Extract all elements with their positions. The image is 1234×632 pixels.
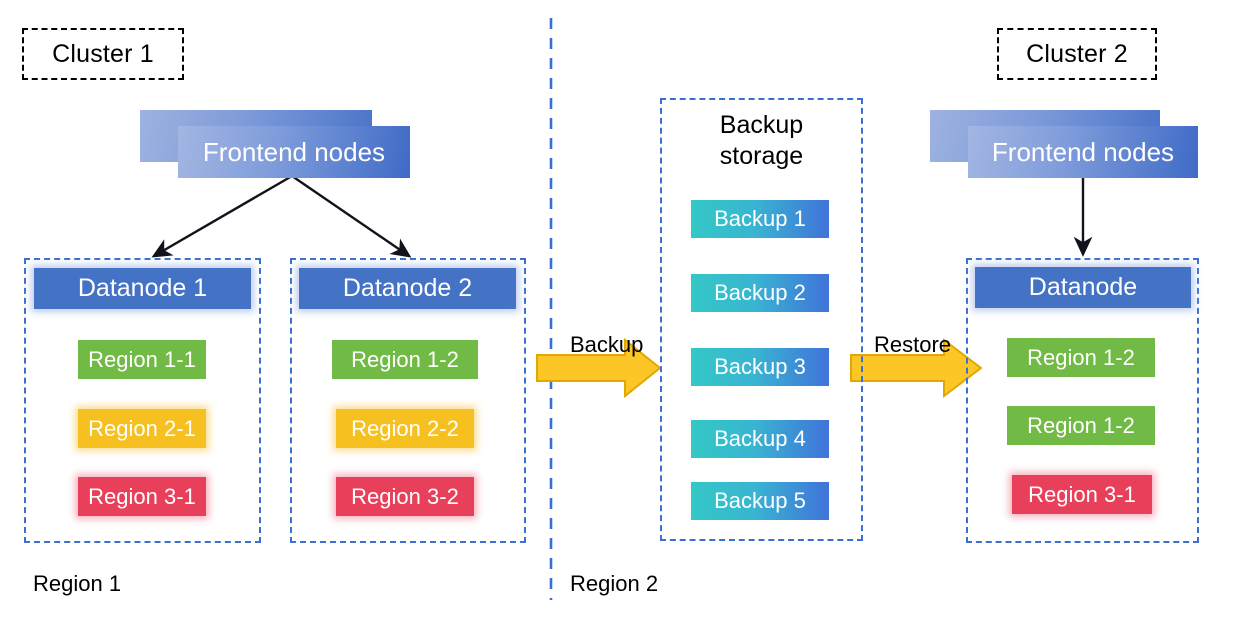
backup-item-5[interactable]: Backup 5	[691, 482, 829, 520]
frontend-nodes-left-box[interactable]: Frontend nodes	[178, 126, 410, 178]
datanode-2-region-2[interactable]: Region 2-2	[336, 409, 474, 448]
datanode-1-region-3-label: Region 3-1	[88, 483, 196, 509]
datanode-3-header-label: Datanode	[1028, 273, 1138, 301]
datanode-1-region-2[interactable]: Region 2-1	[78, 409, 206, 448]
datanode-3-region-1[interactable]: Region 1-2	[1007, 338, 1155, 377]
frontend-nodes-right[interactable]: Frontend nodes	[930, 110, 1198, 178]
backup-item-4[interactable]: Backup 4	[691, 420, 829, 458]
datanode-2-region-1[interactable]: Region 1-2	[332, 340, 478, 379]
region-1-label-text: Region 1	[33, 571, 122, 596]
backup-storage-title-line-1: Backup	[719, 111, 804, 139]
datanode-3-region-2[interactable]: Region 1-2	[1007, 406, 1155, 445]
backup-item-3-label: Backup 3	[714, 354, 806, 379]
datanode-3-header[interactable]: Datanode	[975, 267, 1191, 308]
backup-item-4-label: Backup 4	[714, 426, 806, 451]
arrow-frontend-to-datanode-1	[151, 174, 293, 258]
datanode-1-header[interactable]: Datanode 1	[34, 268, 251, 309]
datanode-2-region-1-label: Region 1-2	[351, 346, 459, 372]
datanode-1-region-3[interactable]: Region 3-1	[78, 477, 206, 516]
backup-storage-title-line-2: storage	[719, 141, 804, 170]
frontend-nodes-right-box[interactable]: Frontend nodes	[968, 126, 1198, 178]
datanode-3-region-3[interactable]: Region 3-1	[1012, 475, 1152, 514]
datanode-1-region-1-label: Region 1-1	[88, 346, 196, 372]
cluster-1-tag: Cluster 1	[22, 28, 184, 80]
datanode-2-container	[290, 258, 526, 543]
backup-flow-label: Backup	[570, 332, 643, 358]
datanode-3-region-3-label: Region 3-1	[1028, 481, 1136, 507]
datanode-3-region-1-label: Region 1-2	[1027, 344, 1135, 370]
cluster-2-label: Cluster 2	[1026, 39, 1128, 68]
cluster-1-label: Cluster 1	[52, 39, 154, 68]
backup-item-3[interactable]: Backup 3	[691, 348, 829, 386]
region-2-label-text: Region 2	[570, 571, 659, 596]
datanode-3-region-2-label: Region 1-2	[1027, 412, 1135, 438]
cluster-2-tag: Cluster 2	[997, 28, 1157, 80]
datanode-3-container	[966, 258, 1199, 543]
backup-storage-container	[660, 98, 863, 541]
backup-item-1-label: Backup 1	[714, 206, 806, 231]
datanode-2-header-label: Datanode 2	[342, 274, 473, 302]
backup-flow-label-text: Backup	[570, 332, 644, 357]
restore-flow-label-text: Restore	[874, 332, 952, 357]
datanode-2-region-2-label: Region 2-2	[351, 415, 459, 441]
arrow-frontend-to-datanode-2	[291, 175, 412, 258]
frontend-nodes-left[interactable]: Frontend nodes	[140, 110, 410, 178]
backup-item-5-label: Backup 5	[714, 488, 806, 513]
datanode-1-header-label: Datanode 1	[77, 274, 208, 302]
datanode-2-region-3[interactable]: Region 3-2	[336, 477, 474, 516]
frontend-nodes-right-label: Frontend nodes	[991, 136, 1175, 167]
datanode-2-region-3-label: Region 3-2	[351, 483, 459, 509]
region-2-label: Region 2	[570, 571, 658, 597]
datanode-1-container	[24, 258, 261, 543]
frontend-nodes-left-label: Frontend nodes	[202, 136, 386, 167]
datanode-1-region-1[interactable]: Region 1-1	[78, 340, 206, 379]
backup-item-1[interactable]: Backup 1	[691, 200, 829, 238]
backup-item-2[interactable]: Backup 2	[691, 274, 829, 312]
datanode-2-header[interactable]: Datanode 2	[299, 268, 516, 309]
backup-storage-title: Backup storage	[660, 110, 863, 171]
backup-item-2-label: Backup 2	[714, 280, 806, 305]
region-1-label: Region 1	[33, 571, 121, 597]
datanode-1-region-2-label: Region 2-1	[88, 415, 196, 441]
restore-flow-label: Restore	[874, 332, 951, 358]
